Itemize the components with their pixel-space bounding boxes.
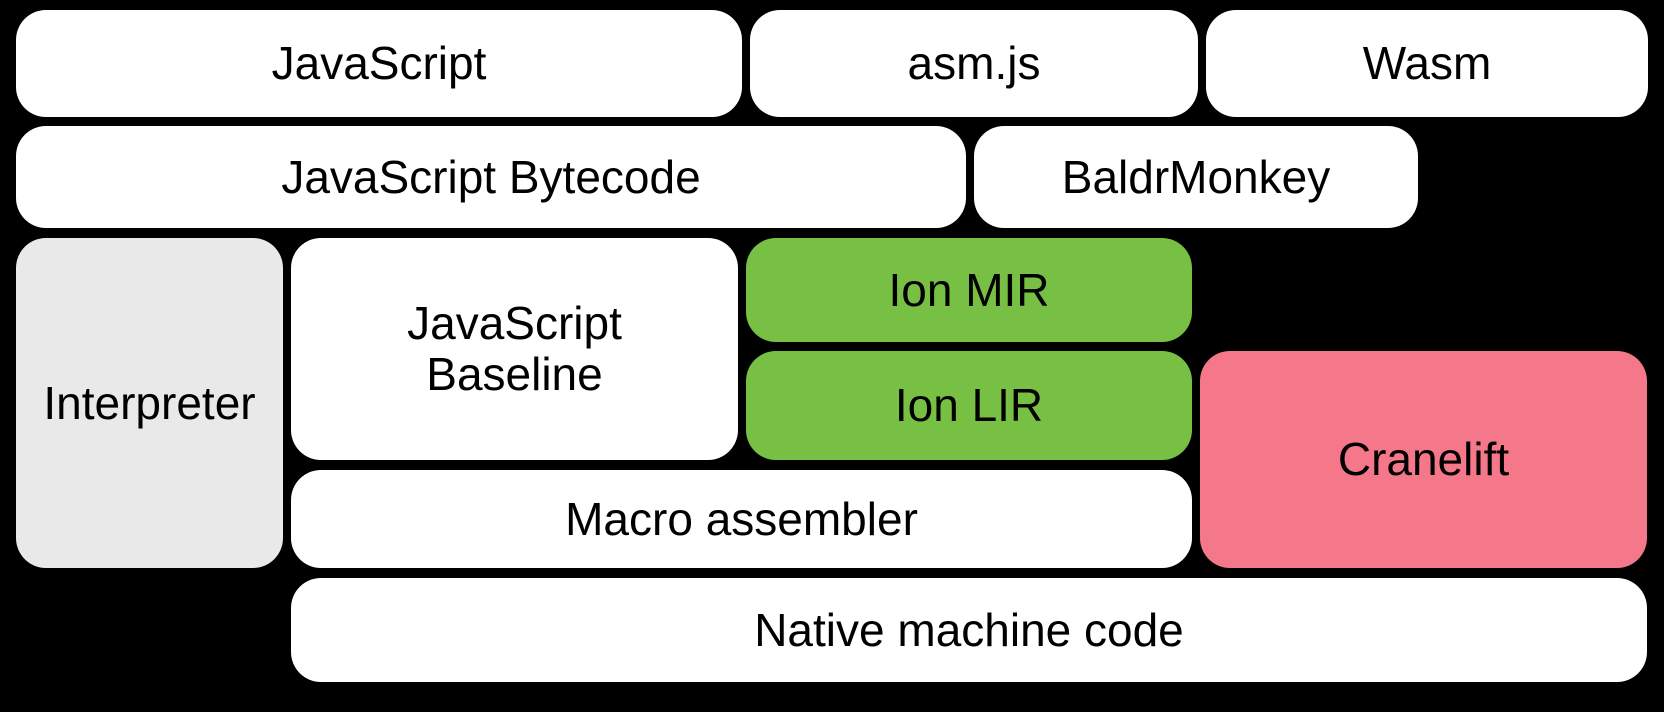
box-asmjs: asm.js	[750, 10, 1198, 117]
box-javascript: JavaScript	[16, 10, 742, 117]
box-interpreter: Interpreter	[16, 238, 283, 568]
box-ion-mir: Ion MIR	[746, 238, 1192, 342]
box-native-machine-code: Native machine code	[291, 578, 1647, 682]
box-baldrmonkey: BaldrMonkey	[974, 126, 1418, 228]
box-cranelift: Cranelift	[1200, 351, 1647, 568]
box-wasm: Wasm	[1206, 10, 1648, 117]
box-macro-assembler: Macro assembler	[291, 470, 1192, 568]
box-ion-lir: Ion LIR	[746, 351, 1192, 460]
box-javascript-bytecode: JavaScript Bytecode	[16, 126, 966, 228]
box-javascript-baseline: JavaScript Baseline	[291, 238, 738, 460]
